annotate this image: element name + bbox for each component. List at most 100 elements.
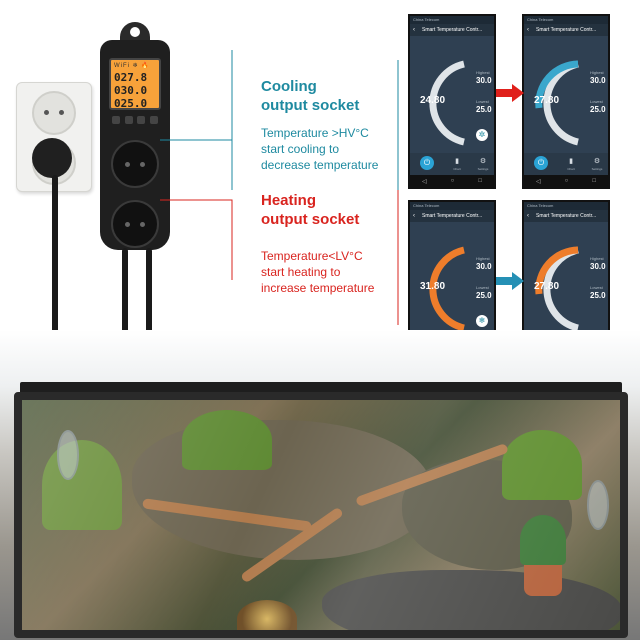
highest-label: Highest — [590, 70, 604, 75]
plant-right — [502, 430, 582, 500]
lowest-label: Lowest — [476, 285, 489, 290]
controller-buttons — [112, 116, 158, 126]
thermostat-controller: WiFi ❄ 🔥 027.8 030.0 025.0 — [100, 22, 170, 252]
nav-back-icon[interactable]: ◁ — [422, 178, 427, 185]
controller-cord-left — [122, 248, 128, 378]
nav-recent-icon[interactable]: □ — [592, 178, 596, 184]
suction-cup-right — [587, 480, 609, 530]
temperature-arc — [429, 60, 465, 146]
lowest-label: Lowest — [590, 285, 603, 290]
controller-button-3[interactable] — [137, 116, 146, 124]
hanging-hook — [120, 22, 150, 44]
cooling-description: Temperature >HV°C start cooling to decre… — [261, 125, 378, 173]
settings-tab-label: Settings — [591, 167, 603, 171]
heating-title: Heating output socket — [261, 191, 359, 229]
potted-plant — [520, 515, 566, 565]
controller-button-4[interactable] — [149, 116, 158, 124]
heating-title-line1: Heating — [261, 192, 317, 209]
highest-label: Highest — [590, 256, 604, 261]
nav-home-icon[interactable]: ○ — [564, 178, 569, 184]
power-plug — [32, 138, 72, 178]
cooling-callout-line — [160, 50, 399, 190]
cooling-output-socket — [111, 140, 159, 188]
phone-app-header: ‹ Smart Temperature Contr... — [524, 24, 608, 36]
plant-left — [42, 440, 122, 530]
heating-description: Temperature<LV°C start heating to increa… — [261, 248, 374, 296]
lowest-value: 25.0 — [476, 291, 492, 300]
current-temperature: 24.80 — [420, 95, 446, 106]
phone-screen-cooling-after: China Telecom ‹ Smart Temperature Contr..… — [522, 14, 610, 189]
current-temperature: 27.80 — [534, 281, 560, 292]
heating-desc-line1: Temperature<LV°C — [261, 249, 363, 263]
back-arrow-icon[interactable]: ‹ — [527, 27, 529, 33]
cooling-title-line2: output socket — [261, 97, 360, 114]
heating-desc-line2: start heating to — [261, 265, 341, 279]
app-title: Smart Temperature Contr... — [536, 213, 597, 219]
phone-status-bar: China Telecom — [410, 16, 494, 24]
chart-icon[interactable]: ▮ — [455, 158, 459, 165]
back-arrow-icon[interactable]: ‹ — [413, 213, 415, 219]
heating-title-line2: output socket — [261, 211, 360, 228]
phone-app-header: ‹ Smart Temperature Contr... — [410, 210, 494, 222]
chart-tab-label: Chart — [453, 167, 461, 171]
phone-footer: ⏻ ▮ Chart ⚙ Settings — [410, 153, 494, 175]
temperature-arc — [429, 246, 465, 332]
nav-home-icon[interactable]: ○ — [450, 178, 455, 184]
cooling-title: Cooling output socket — [261, 77, 359, 115]
current-temperature: 31.80 — [420, 281, 446, 292]
app-title: Smart Temperature Contr... — [422, 213, 483, 219]
lowest-value: 25.0 — [476, 105, 492, 114]
phone-nav-bar: ◁ ○ □ — [410, 175, 494, 187]
cooling-desc-line3: decrease temperature — [261, 158, 379, 172]
wall-socket-outlet-top — [32, 91, 76, 135]
highest-value: 30.0 — [590, 76, 606, 85]
lowest-value: 25.0 — [590, 291, 606, 300]
controller-button-2[interactable] — [124, 116, 133, 124]
lowest-label: Lowest — [476, 99, 489, 104]
app-title: Smart Temperature Contr... — [536, 27, 597, 33]
highest-value: 30.0 — [590, 262, 606, 271]
chart-tab-label: Chart — [567, 167, 575, 171]
phone-app-header: ‹ Smart Temperature Contr... — [524, 210, 608, 222]
settings-gear-icon[interactable]: ⚙ — [593, 158, 601, 165]
controller-button-1[interactable] — [112, 116, 120, 124]
slate-floor — [322, 570, 620, 630]
glass-reflection — [22, 400, 620, 630]
cooling-title-line1: Cooling — [261, 78, 317, 95]
highest-label: Highest — [476, 256, 490, 261]
back-arrow-icon[interactable]: ‹ — [413, 27, 415, 33]
lcd-high-temp: 030.0 — [114, 84, 148, 97]
heating-desc-line3: increase temperature — [261, 281, 375, 295]
temperature-arc — [535, 60, 579, 146]
nav-recent-icon[interactable]: □ — [478, 178, 482, 184]
settings-gear-icon[interactable]: ⚙ — [479, 158, 487, 165]
lcd-current-temp: 027.8 — [114, 71, 148, 84]
lcd-status-icons: WiFi ❄ 🔥 — [114, 63, 150, 69]
back-arrow-icon[interactable]: ‹ — [527, 213, 529, 219]
highest-value: 30.0 — [476, 76, 492, 85]
phone-status-bar: China Telecom — [524, 16, 608, 24]
snowflake-icon[interactable]: ❄ — [476, 315, 488, 327]
cooling-desc-line1: Temperature >HV°C — [261, 126, 369, 140]
terrarium-tank — [14, 392, 628, 638]
plant-pot — [524, 560, 562, 596]
lowest-value: 25.0 — [590, 105, 606, 114]
power-button-icon[interactable]: ⏻ — [534, 156, 548, 170]
phone-screen-cooling-before: China Telecom ‹ Smart Temperature Contr..… — [408, 14, 496, 189]
app-title: Smart Temperature Contr... — [422, 27, 483, 33]
controller-cord-right — [146, 248, 152, 378]
controller-lcd: WiFi ❄ 🔥 027.8 030.0 025.0 — [109, 58, 161, 110]
heating-output-socket — [111, 200, 159, 248]
cooling-desc-line2: start cooling to — [261, 142, 340, 156]
highest-value: 30.0 — [476, 262, 492, 271]
phone-footer: ⏻ ▮ Chart ⚙ Settings — [524, 153, 608, 175]
power-button-icon[interactable]: ⏻ — [420, 156, 434, 170]
chart-icon[interactable]: ▮ — [569, 158, 573, 165]
nav-back-icon[interactable]: ◁ — [536, 178, 541, 185]
phone-status-bar: China Telecom — [410, 202, 494, 210]
lowest-label: Lowest — [590, 99, 603, 104]
blue-arrow-icon — [496, 272, 524, 290]
temperature-arc — [535, 246, 579, 332]
plug-cord — [52, 175, 58, 375]
cooling-mode-icon[interactable]: ✲ — [476, 129, 488, 141]
